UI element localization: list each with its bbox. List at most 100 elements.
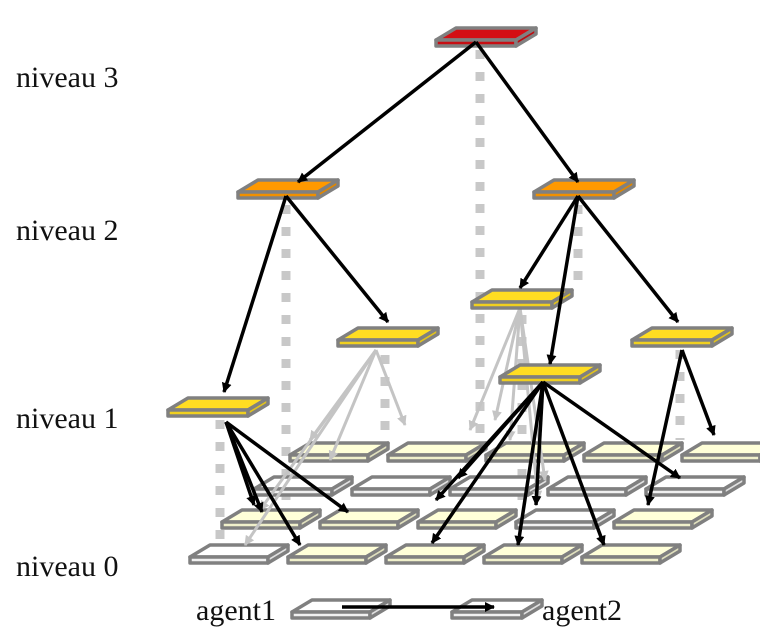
tile-front	[450, 610, 524, 620]
tile-side	[462, 543, 486, 565]
primary-arrow	[224, 421, 256, 506]
tile-side	[520, 598, 544, 620]
legend-agent2-tile	[450, 598, 544, 620]
tile-front	[630, 338, 714, 348]
level-2-label: niveau 2	[16, 214, 118, 247]
legend-agent1-tile	[290, 598, 392, 620]
tile-side	[396, 508, 420, 530]
tile-front	[236, 190, 320, 200]
tile-front	[318, 520, 400, 530]
level-0-cell	[386, 441, 488, 463]
primary-arrow	[541, 380, 682, 480]
tile-side	[624, 475, 648, 497]
tile-front	[484, 453, 566, 463]
level-0-cell	[384, 543, 486, 565]
primary-arrow	[546, 195, 580, 365]
tile-front	[680, 453, 760, 463]
level-1-node	[498, 363, 602, 385]
tile-front	[188, 555, 270, 565]
tile-front	[350, 487, 432, 497]
level-0-label: niveau 0	[16, 550, 118, 583]
tile-front	[514, 520, 596, 530]
tile-side	[578, 363, 602, 385]
primary-arrow	[531, 381, 545, 506]
level-0-cell	[220, 508, 322, 530]
level-3-label: niveau 3	[16, 61, 118, 94]
primary-arrow	[541, 381, 606, 546]
level-0-cell	[318, 508, 420, 530]
tile-side	[514, 26, 538, 48]
primary-arrow	[456, 380, 545, 480]
tile-front	[384, 555, 466, 565]
tile-side	[710, 326, 734, 348]
level-0-grid	[188, 441, 760, 565]
primary-arrow	[284, 194, 390, 324]
tile-front	[546, 487, 628, 497]
tile-side	[298, 508, 322, 530]
level-0-cell	[416, 508, 518, 530]
level-1-node	[630, 326, 734, 348]
secondary-arrow	[374, 349, 407, 426]
primary-arrow	[224, 420, 350, 514]
tile-front	[580, 555, 662, 565]
level-1-node	[166, 396, 270, 418]
tile-front	[448, 487, 530, 497]
tile-side	[364, 543, 388, 565]
tile-front	[336, 338, 420, 348]
tile-front	[290, 610, 372, 620]
tile-side	[246, 396, 270, 418]
level-1-label: niveau 1	[16, 402, 118, 435]
tile-side	[612, 178, 636, 200]
primary-arrow	[518, 195, 580, 289]
tile-side	[316, 178, 340, 200]
tile-front	[166, 408, 250, 418]
level-0-cell	[580, 543, 682, 565]
tile-front	[532, 190, 616, 200]
level-0-cell	[582, 441, 684, 463]
tile-front	[286, 555, 368, 565]
level-1-node	[470, 288, 574, 310]
tile-side	[722, 475, 746, 497]
level-0-cell	[188, 543, 290, 565]
secondary-arrow	[492, 307, 522, 421]
primary-arrow	[514, 381, 545, 546]
tile-side	[660, 441, 684, 463]
tile-side	[416, 326, 440, 348]
primary-arrow	[221, 195, 288, 393]
primary-arrow	[430, 381, 545, 544]
tile-side	[562, 441, 586, 463]
level-0-cell	[644, 475, 746, 497]
primary-arrow	[474, 40, 580, 184]
primary-arrow	[680, 349, 716, 436]
level-0-cell	[350, 475, 452, 497]
tile-top	[680, 441, 760, 457]
level-0-cell	[482, 543, 584, 565]
level-0-cell	[612, 508, 714, 530]
level-2-node-left	[236, 178, 340, 200]
legend-agent2-label: agent2	[542, 594, 622, 627]
tile-front	[498, 375, 582, 385]
level-0-cell	[286, 543, 388, 565]
level-1-node	[336, 326, 440, 348]
level-0-cell	[514, 508, 616, 530]
primary-arrow	[576, 194, 680, 324]
tile-front	[644, 487, 726, 497]
level-0-cell	[448, 475, 550, 497]
secondary-arrow	[328, 349, 378, 461]
tile-side	[366, 441, 390, 463]
tile-side	[266, 543, 290, 565]
tile-front	[416, 520, 498, 530]
tile-side	[592, 508, 616, 530]
tile-side	[330, 475, 354, 497]
level-2-node-right	[532, 178, 636, 200]
tile-side	[560, 543, 584, 565]
primary-arrow	[224, 421, 302, 546]
tile-front	[470, 300, 554, 310]
primary-arrow	[645, 349, 684, 506]
tile-front	[482, 555, 564, 565]
tile-side	[690, 508, 714, 530]
tile-front	[612, 520, 694, 530]
level-3-node	[434, 26, 538, 48]
primary-arrows	[221, 40, 716, 546]
